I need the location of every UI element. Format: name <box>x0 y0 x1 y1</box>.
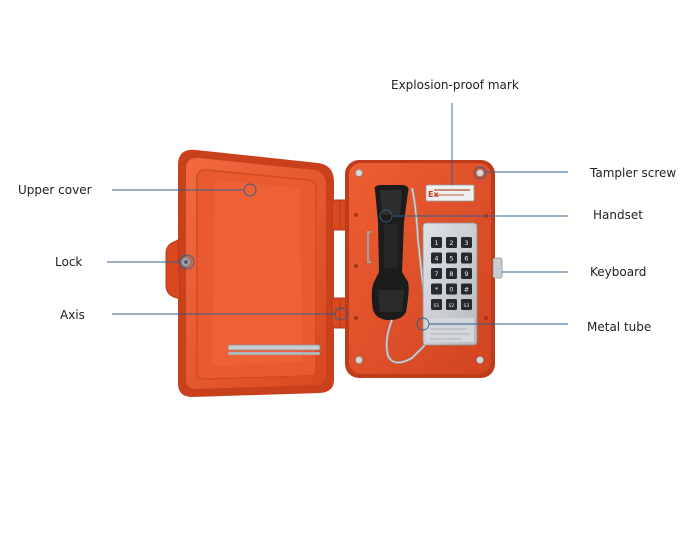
keypad-key-label: S2 <box>449 303 455 309</box>
keypad-key-label: * <box>435 285 439 293</box>
keypad-key-label: 7 <box>434 270 438 278</box>
label-tampler-screw: Tampler screw <box>590 166 677 180</box>
keypad-key <box>431 283 442 295</box>
label-axis: Axis <box>60 308 85 322</box>
label-upper-cover: Upper cover <box>18 183 92 197</box>
keypad-key <box>461 283 472 295</box>
label-keyboard: Keyboard <box>590 265 647 279</box>
keypad-key-label: 3 <box>464 239 468 247</box>
keypad-key <box>446 299 457 310</box>
keypad-key-label: 9 <box>464 270 468 278</box>
label-explosion-proof-mark: Explosion-proof mark <box>391 78 519 92</box>
keypad-key <box>446 268 457 279</box>
label-lock: Lock <box>55 255 83 269</box>
leader-lines <box>107 103 568 331</box>
keypad-key <box>431 299 442 310</box>
label-handset: Handset <box>593 208 643 222</box>
keypad-key <box>446 252 457 264</box>
lock-tab <box>165 239 192 300</box>
keypad-key <box>431 252 442 264</box>
label-metal-tube: Metal tube <box>587 320 652 334</box>
keypad-key-label: 5 <box>449 254 453 262</box>
keypad-key <box>446 237 457 248</box>
keypad-key <box>461 268 472 279</box>
keypad-key-label: 2 <box>449 239 453 247</box>
keypad-key-label: 6 <box>464 254 468 262</box>
keypad-key-label: 1 <box>434 239 438 247</box>
keypad-key-label: 8 <box>449 270 453 278</box>
keypad-key-label: 4 <box>434 254 438 262</box>
keypad-key <box>461 237 472 248</box>
keypad-key-label: S3 <box>464 303 470 309</box>
keypad-key <box>446 283 457 295</box>
keypad-key <box>431 237 442 248</box>
keypad-key <box>431 268 442 279</box>
keypad: 1 2 3 4 5 6 7 8 9 * 0 # S1 S2 S3 <box>431 237 472 310</box>
upper-cover <box>178 149 334 397</box>
ex-mark-text: Ex <box>428 190 439 199</box>
marker-tampler-screw <box>473 166 487 180</box>
keypad-key <box>461 252 472 264</box>
keypad-key-label: S1 <box>434 303 440 309</box>
keypad-key <box>461 299 472 310</box>
keypad-key-label: 0 <box>449 285 453 293</box>
explosion-proof-plate <box>425 184 475 202</box>
keypad-key-label: # <box>464 285 469 293</box>
